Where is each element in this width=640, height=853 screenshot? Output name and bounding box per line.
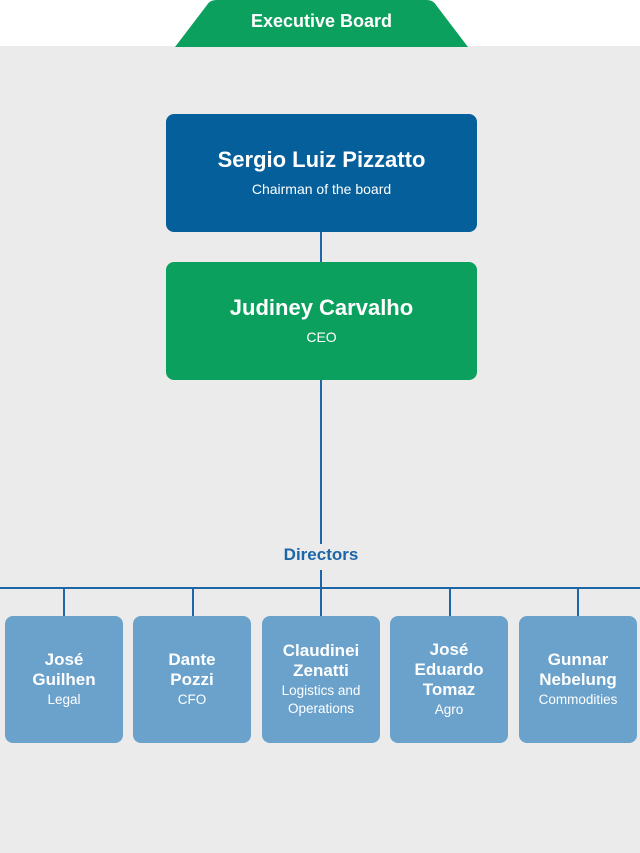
director-name-line: Dante — [168, 650, 216, 669]
directors-heading: Directors — [283, 545, 359, 564]
director-name-line: Claudinei — [282, 641, 360, 660]
director-role-line: Legal — [47, 692, 81, 707]
director-name-line: Nebelung — [539, 670, 617, 689]
director-name-line: Guilhen — [32, 670, 96, 689]
ceo-card: Judiney Carvalho CEO — [166, 262, 477, 380]
executive-board-tab: Executive Board — [175, 0, 468, 47]
connector-director-3 — [320, 587, 322, 616]
director-name-line: Zenatti — [293, 661, 349, 680]
director-name-line: Pozzi — [170, 670, 214, 689]
director-role: Agro — [435, 701, 464, 719]
tab-shape — [175, 0, 468, 47]
director-name-line: Gunnar — [547, 650, 609, 669]
director-role-line: Agro — [434, 702, 464, 717]
connector-ceo-directors — [320, 380, 322, 544]
ceo-name: Judiney Carvalho — [229, 295, 414, 320]
director-card: Claudinei Zenatti Logistics and Operatio… — [262, 616, 380, 743]
director-name: Gunnar Nebelung — [539, 650, 616, 690]
connector-director-1 — [63, 587, 65, 616]
director-role: Logistics and Operations — [282, 682, 361, 718]
director-card: José Guilhen Legal — [5, 616, 123, 743]
ceo-role: CEO — [306, 329, 337, 345]
connector-directors-bar — [320, 570, 322, 588]
director-name: Dante Pozzi — [168, 650, 215, 690]
director-role: Commodities — [539, 691, 618, 709]
director-name-line: José — [44, 650, 84, 669]
connector-chairman-ceo — [320, 232, 322, 262]
director-name: José Eduardo Tomaz — [415, 640, 484, 700]
director-name-line: José — [429, 640, 469, 659]
chairman-role: Chairman of the board — [251, 181, 392, 197]
connector-director-5 — [577, 587, 579, 616]
director-role-line: CFO — [177, 692, 207, 707]
director-role-line: Operations — [287, 701, 355, 716]
chairman-card: Sergio Luiz Pizzatto Chairman of the boa… — [166, 114, 477, 232]
tab-title: Executive Board — [250, 11, 393, 31]
director-role: Legal — [47, 691, 80, 709]
director-card: Gunnar Nebelung Commodities — [519, 616, 637, 743]
director-role-line: Commodities — [538, 692, 618, 707]
director-role-line: Logistics and — [281, 683, 361, 698]
connector-director-4 — [449, 587, 451, 616]
director-name-line: Eduardo — [414, 660, 484, 679]
director-card: Dante Pozzi CFO — [133, 616, 251, 743]
chairman-name: Sergio Luiz Pizzatto — [217, 147, 426, 172]
director-name: José Guilhen — [32, 650, 95, 690]
connector-director-2 — [192, 587, 194, 616]
director-card: José Eduardo Tomaz Agro — [390, 616, 508, 743]
director-role: CFO — [178, 691, 207, 709]
director-name: Claudinei Zenatti — [283, 641, 360, 681]
director-name-line: Tomaz — [422, 680, 476, 699]
